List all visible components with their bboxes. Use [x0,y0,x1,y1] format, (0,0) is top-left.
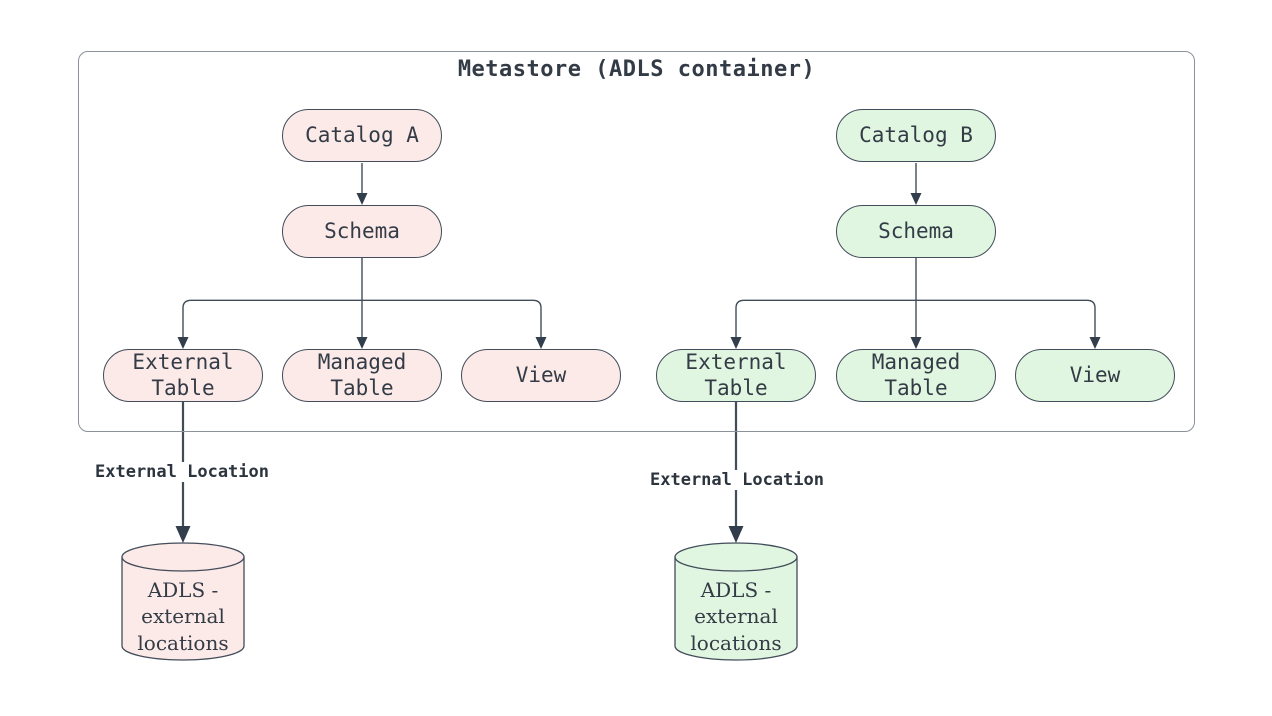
node-view-a: View [461,349,621,402]
node-view-b: View [1015,349,1175,402]
node-managed-table-b: Managed Table [836,349,996,402]
arrowhead-icon [910,337,922,349]
arrowhead-icon [728,526,744,543]
storage-label-b: ADLS - external locations [690,578,782,655]
node-schema-b: Schema [836,205,996,258]
cylinder-body [121,556,245,661]
storage-label-a: ADLS - external locations [137,578,229,655]
arrowhead-icon [356,337,368,349]
arrowhead-icon [177,337,189,349]
edge-schema-a-view [362,299,542,337]
node-catalog-a: Catalog A [282,109,442,162]
edge-label-external-location-b: External Location [647,470,827,490]
storage-cylinder-b [674,542,798,661]
cylinder-top [121,542,245,572]
node-managed-table-a: Managed Table [282,349,442,402]
connectors-catalog-b [734,163,1096,527]
metastore-container: Metastore (ADLS container) [78,51,1195,432]
node-catalog-b: Catalog B [836,109,996,162]
metastore-title: Metastore (ADLS container) [457,57,816,82]
node-schema-a: Schema [282,205,442,258]
arrowhead-icon [910,193,922,205]
node-external-table-a: External Table [103,349,263,402]
edge-schema-b-view [916,299,1096,337]
edge-label-external-location-a: External Location [92,462,272,482]
arrowhead-icon [1089,337,1101,349]
cylinder-body [674,556,798,661]
arrowhead-icon [535,337,547,349]
arrowhead-icon [356,193,368,205]
storage-cylinder-a [121,542,245,661]
node-external-table-b: External Table [656,349,816,402]
edge-schema-b-external-table [735,299,916,337]
edge-schema-a-external-table [182,299,362,337]
cylinder-top [674,542,798,572]
arrowheads [175,193,1101,543]
arrowhead-icon [730,337,742,349]
arrowhead-icon [175,526,191,543]
